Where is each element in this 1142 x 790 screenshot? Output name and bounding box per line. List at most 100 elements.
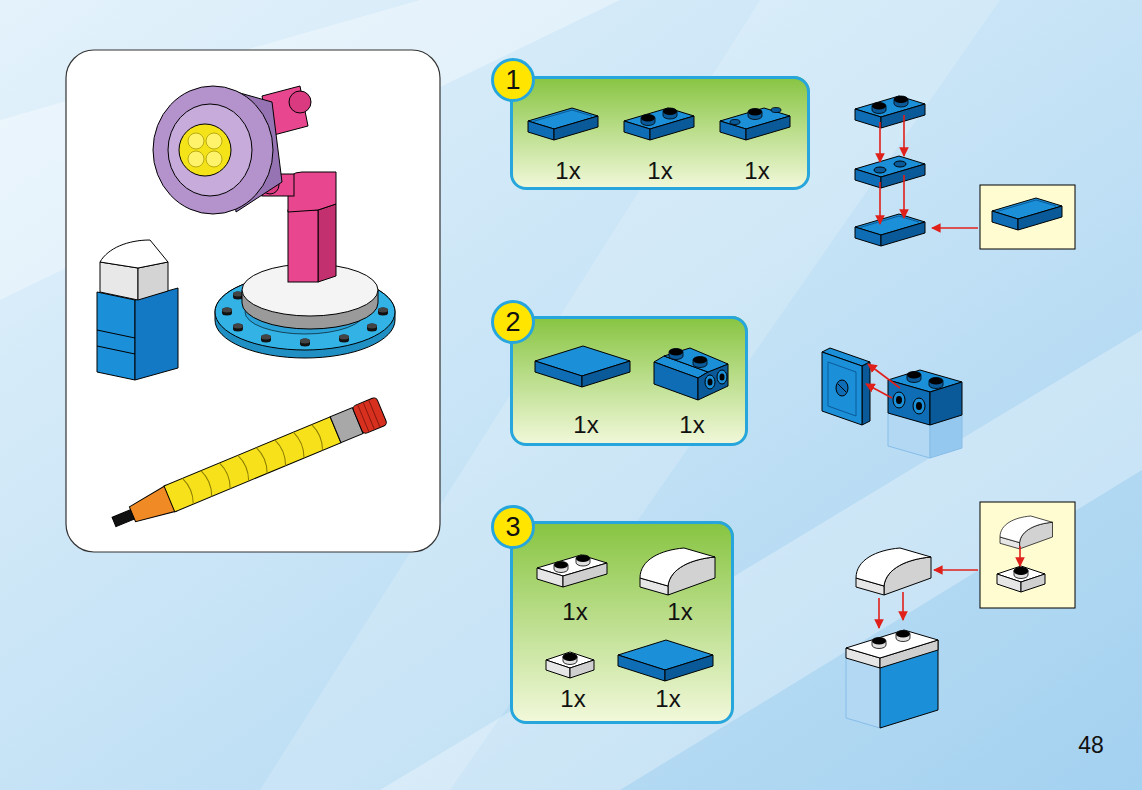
spotlight-model-part — [288, 210, 318, 282]
assembly-step-1 — [855, 96, 1075, 249]
parts-panel: 1x 1x — [510, 316, 748, 446]
pen-model-part — [352, 397, 388, 435]
assembly-step-2-part — [913, 398, 925, 414]
assembly-step-1-part — [855, 156, 925, 188]
spotlight-model-part — [153, 86, 273, 214]
parts-list-step-1-part — [720, 108, 790, 140]
quantity-label: 1x — [667, 600, 692, 624]
assembly-step-2-part — [896, 396, 902, 404]
spotlight-model-part — [188, 133, 204, 149]
minifig-block-model-part — [97, 346, 135, 354]
assembly-step-1-part — [980, 185, 1075, 249]
assembly-step-2-part — [866, 384, 892, 398]
spotlight-model — [153, 86, 395, 358]
minifig-block-model-part — [135, 288, 178, 380]
spotlight-model-part — [261, 335, 271, 343]
spotlight-model-part — [188, 151, 204, 167]
parts-list-step-1-part — [528, 108, 598, 140]
assembly-step-3-part — [846, 630, 938, 728]
minifig-block-model-part — [97, 292, 135, 380]
assembly-step-2-part-part — [838, 384, 846, 392]
assembly-step-3 — [846, 502, 1075, 728]
step-number: 3 — [505, 514, 520, 541]
parts-panel-fills-part — [510, 316, 748, 446]
parts-list-step-2-part-part — [664, 348, 728, 372]
parts-panel-fills — [510, 76, 810, 724]
assembly-step-2 — [822, 348, 962, 458]
spotlight-model-part — [367, 324, 377, 332]
parts-list-step-2-part-part — [654, 362, 698, 400]
pen-model-part — [182, 423, 325, 504]
parts-list-step-3-part — [640, 548, 715, 595]
assembly-step-2-part — [916, 402, 922, 410]
assembly-step-3-part — [1000, 516, 1053, 549]
assembly-step-1-part — [879, 122, 881, 162]
parts-list-step-2-part — [720, 374, 725, 381]
quantity-label: 1x — [744, 159, 769, 183]
assembly-step-3-part — [846, 648, 880, 728]
assembly-step-3-part-part — [1000, 516, 1053, 549]
assembly-step-1-part — [992, 198, 1062, 230]
assembly-step-2-part-part — [888, 380, 930, 425]
assembly-step-3-part-part — [846, 630, 938, 658]
pen-model — [108, 397, 387, 536]
assembly-step-3-part — [902, 592, 904, 620]
assembly-step-2-part — [868, 364, 900, 388]
model-overview-box — [66, 50, 440, 552]
step-number: 1 — [505, 67, 520, 94]
assembly-step-2-part — [907, 372, 921, 383]
parts-list-step-3-part — [618, 640, 713, 681]
step-number: 2 — [505, 309, 520, 336]
spotlight-model-part — [222, 308, 232, 316]
parts-list-step-3 — [537, 548, 715, 681]
parts-panel-fills-part — [510, 521, 734, 724]
assembly-step-2-part — [893, 392, 905, 408]
parts-list-step-1-part — [730, 120, 740, 125]
parts-list-step-2-part — [535, 346, 630, 387]
quantity-label: 1x — [560, 687, 585, 711]
pen-model-part — [164, 417, 341, 512]
assembly-step-1-part — [855, 214, 925, 246]
parts-panel: 1x1x1x — [510, 76, 810, 190]
assembly-step-3-part — [1019, 546, 1021, 566]
parts-list-step-2-part — [708, 379, 713, 386]
assembly-step-1-part — [932, 227, 978, 229]
quantity-label: 1x — [679, 413, 704, 437]
parts-list-step-2-part — [705, 375, 715, 389]
quantity-label: 1x — [555, 159, 580, 183]
assembly-step-1-part — [894, 161, 906, 167]
parts-list-step-1-part — [771, 108, 781, 113]
assembly-step-1-part — [903, 175, 905, 218]
spotlight-model-part — [318, 204, 336, 282]
spotlight-model-part — [378, 308, 388, 316]
parts-list-step-1 — [528, 108, 790, 141]
quantity-label: 1x — [562, 600, 587, 624]
minifig-block-model-part — [100, 240, 168, 268]
assembly-step-3-part — [896, 631, 910, 642]
assembly-step-2-part-part — [822, 352, 862, 425]
step-badge: 1 — [491, 58, 535, 102]
assembly-step-3-part — [878, 598, 880, 628]
parts-panel: 1x1x1x1x — [510, 521, 734, 724]
spotlight-model-part — [206, 133, 222, 149]
assembly-step-3-part — [934, 569, 978, 571]
assembly-step-2-part — [929, 378, 943, 389]
spotlight-model-part — [179, 124, 231, 176]
assembly-step-2-part — [822, 348, 962, 458]
parts-list-step-2-part — [654, 348, 728, 400]
parts-list-step-2-part — [669, 349, 683, 360]
assembly-step-3-part-part — [846, 648, 880, 728]
parts-list-step-3-part — [537, 555, 607, 587]
spotlight-model-part — [339, 335, 349, 343]
spotlight-model-part — [300, 339, 310, 347]
assembly-step-2-part-part — [836, 380, 848, 396]
parts-list-step-2 — [535, 346, 728, 400]
step-badge: 3 — [491, 505, 535, 549]
parts-list-step-1-part — [748, 109, 762, 120]
pen-model-part — [358, 400, 381, 432]
quantity-label: 1x — [573, 413, 598, 437]
